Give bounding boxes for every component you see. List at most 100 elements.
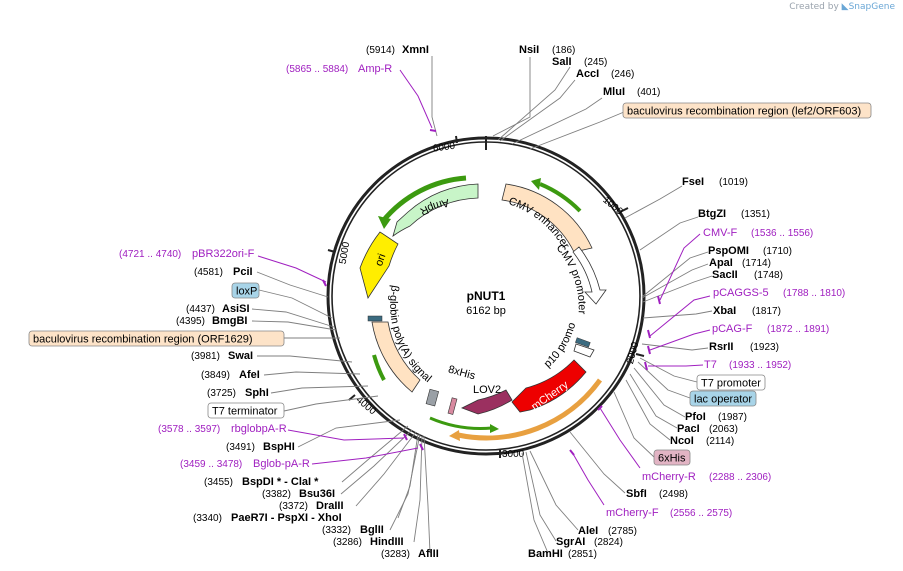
- leader-sbfi: [569, 431, 626, 494]
- box-loxp[interactable]: [231, 282, 260, 299]
- bglobpa-primer-label[interactable]: Bglob-pA-R: [253, 458, 310, 470]
- bglii-pos: (3332): [322, 525, 351, 536]
- pbr322-primer-label[interactable]: pBR322ori-F: [192, 248, 255, 260]
- paci-label[interactable]: PacI: [677, 423, 700, 435]
- ampr-primer-label[interactable]: Amp-R: [358, 63, 392, 75]
- leader-rsrii: [641, 343, 709, 351]
- created-by-badge: Created by ◣SnapGene: [789, 2, 895, 12]
- asisi-label[interactable]: AsiSI: [222, 303, 250, 315]
- bsphi-pos: (3491): [226, 442, 255, 453]
- primer-mark-bglobpa: [419, 443, 424, 451]
- cmvf-primer-pos: (1536 .. 1556): [751, 228, 813, 239]
- aflii-label[interactable]: AflII: [418, 548, 439, 560]
- cmvf-primer-label[interactable]: CMV-F: [703, 227, 738, 239]
- btgzi-label[interactable]: BtgZI: [698, 208, 726, 220]
- hindiii-pos: (3286): [333, 537, 362, 548]
- tick-label-4000: 4000: [354, 395, 378, 418]
- leader-afei: [263, 371, 361, 376]
- snapgene-brand: SnapGene: [848, 2, 895, 12]
- box-bac-orf1629[interactable]: [28, 330, 285, 347]
- primer-leader-t7: [648, 364, 704, 367]
- ampr-primer-pos: (5865 .. 5884): [286, 64, 348, 75]
- bspdi-label[interactable]: BspDI * - ClaI *: [242, 476, 319, 488]
- leader-bsu36i: [340, 429, 413, 495]
- aflii-pos: (3283): [381, 549, 410, 560]
- alei-label[interactable]: AleI: [578, 525, 598, 537]
- leader-bac-lef2: [529, 111, 625, 150]
- rsrii-label[interactable]: RsrII: [709, 341, 733, 353]
- primer-leader-pbr322: [257, 255, 327, 283]
- sacii-pos: (1748): [754, 270, 783, 281]
- leader-sacii: [642, 275, 713, 303]
- tick-5000: [327, 249, 336, 253]
- sgrai-pos: (2824): [594, 537, 623, 548]
- box-lac-operator[interactable]: [689, 390, 757, 407]
- leader-bmgbi: [251, 320, 337, 331]
- bamhi-label[interactable]: BamHI: [528, 548, 563, 560]
- bsu36i-label[interactable]: Bsu36I: [299, 488, 335, 500]
- terminator-block: [425, 388, 440, 407]
- acci-label[interactable]: AccI: [576, 68, 599, 80]
- pcii-label[interactable]: PciI: [233, 266, 253, 278]
- sali-pos: (245): [584, 57, 607, 68]
- mcherry-r-primer-label[interactable]: mCherry-R: [642, 471, 696, 483]
- primer-leader-ampr: [399, 69, 433, 129]
- cmv-enhancer-feature: [501, 183, 593, 253]
- leader-btgzi: [639, 216, 699, 251]
- mcherry-f-primer-label[interactable]: mCherry-F: [606, 507, 659, 519]
- sbfi-label[interactable]: SbfI: [626, 488, 647, 500]
- leader-loxp: [258, 289, 333, 319]
- primer-mark-t7: [644, 361, 648, 371]
- paer7i-pos: (3340): [193, 513, 222, 524]
- box-6xhis[interactable]: [653, 449, 691, 466]
- pfoi-label[interactable]: PfoI: [685, 411, 706, 423]
- xmni-pos: (5914): [366, 45, 395, 56]
- lov2-feature: [461, 389, 513, 415]
- sali-label[interactable]: SalI: [552, 56, 572, 68]
- afei-label[interactable]: AfeI: [239, 369, 260, 381]
- tick-2000: [635, 353, 645, 357]
- apai-label[interactable]: ApaI: [709, 257, 733, 269]
- pfoi-pos: (1987): [718, 412, 747, 423]
- draiii-label[interactable]: DraIII: [316, 500, 344, 512]
- xmni-label[interactable]: XmnI: [402, 44, 429, 56]
- box-bac-lef2[interactable]: [622, 102, 872, 119]
- rsrii-pos: (1923): [750, 342, 779, 353]
- pcaggs5-primer-label[interactable]: pCAGGS-5: [713, 287, 769, 299]
- box-t7-terminator[interactable]: [207, 402, 285, 419]
- pcii-pos: (4581): [194, 267, 223, 278]
- leader-bglii: [389, 433, 421, 531]
- sacii-label[interactable]: SacII: [712, 269, 738, 281]
- bglii-label[interactable]: BglII: [360, 524, 384, 536]
- leader-sgrai: [525, 451, 557, 542]
- fsei-label[interactable]: FseI: [682, 176, 704, 188]
- ncoi-label[interactable]: NcoI: [670, 435, 694, 447]
- rbglobpa-primer-label[interactable]: rbglobpA-R: [231, 423, 287, 435]
- hindiii-label[interactable]: HindIII: [370, 536, 404, 548]
- nsii-label[interactable]: NsiI: [519, 44, 539, 56]
- pspomi-label[interactable]: PspOMI: [708, 245, 749, 257]
- sgrai-label[interactable]: SgrAI: [556, 536, 585, 548]
- primer-mark-pcaggs5: [647, 329, 651, 339]
- leader-alei: [529, 450, 579, 531]
- xbai-label[interactable]: XbaI: [713, 305, 736, 317]
- leader-bamhi: [521, 452, 549, 554]
- primer-mark-pbr322: [322, 279, 327, 287]
- t7-primer-label[interactable]: T7: [704, 359, 717, 371]
- afei-pos: (3849): [201, 370, 230, 381]
- leader-bsphi: [297, 419, 401, 448]
- swai-label[interactable]: SwaI: [228, 350, 253, 362]
- pcaggs-block: [575, 337, 591, 348]
- paer7i-label[interactable]: PaeR7I - PspXI - XhoI: [231, 512, 342, 524]
- bmgbi-pos: (4395): [176, 316, 205, 327]
- bmgbi-label[interactable]: BmgBI: [212, 315, 247, 327]
- pcagf-primer-label[interactable]: pCAG-F: [712, 323, 753, 335]
- box-t7-promoter[interactable]: [696, 374, 766, 391]
- bsphi-label[interactable]: BspHI: [263, 441, 295, 453]
- mlui-label[interactable]: MluI: [603, 86, 625, 98]
- tick-label-3000: 3000: [502, 449, 525, 460]
- xbai-pos: (1817): [752, 306, 781, 317]
- t7-primer-pos: (1933 .. 1952): [729, 360, 791, 371]
- sphi-label[interactable]: SphI: [245, 387, 269, 399]
- box-lac-operator-label: lac operator: [694, 394, 752, 406]
